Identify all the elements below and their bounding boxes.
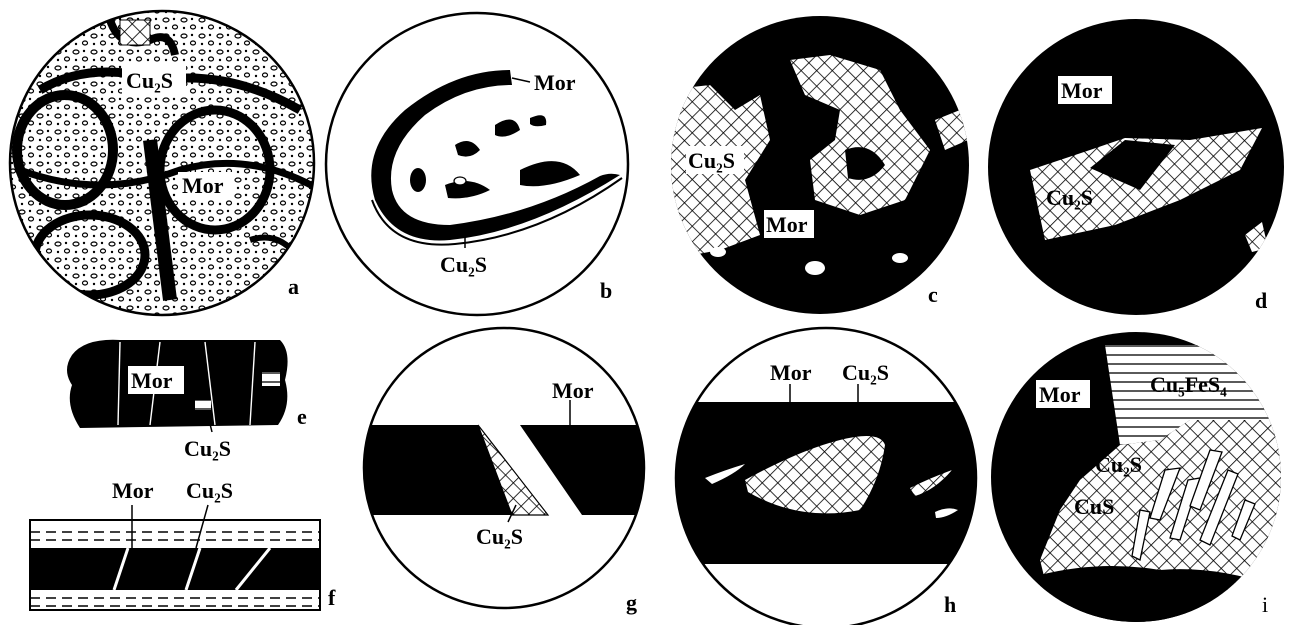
- panel-b-letter: b: [600, 278, 612, 303]
- panel-h-letter: h: [944, 592, 956, 617]
- panel-f: Mor Cu₂S f: [30, 478, 336, 610]
- panel-f-label-mor: Mor: [112, 478, 154, 503]
- panel-a-texture: [0, 0, 330, 330]
- panel-i-label-cu2s: Cu₂S: [1095, 452, 1142, 477]
- panel-d: Mor Cu₂S d: [988, 19, 1284, 315]
- panel-i-label-cus: CuS: [1074, 494, 1114, 519]
- panel-b-label-cu2s: Cu₂S: [440, 252, 487, 277]
- panel-d-label-cu2s: Cu₂S: [1046, 185, 1093, 210]
- panel-c: Cu₂S Mor c: [665, 16, 969, 314]
- panel-e-label-mor: Mor: [131, 368, 173, 393]
- panel-h-label-cu2s: Cu₂S: [842, 360, 889, 385]
- panel-d-letter: d: [1255, 288, 1267, 313]
- panel-g-label-cu2s: Cu₂S: [476, 524, 523, 549]
- panel-a-letter: a: [288, 274, 299, 299]
- panel-f-letter: f: [328, 585, 336, 610]
- panel-a: Cu₂S Mor a: [0, 0, 330, 330]
- panel-f-label-cu2s: Cu₂S: [186, 478, 233, 503]
- panel-e: Mor Cu₂S e: [67, 340, 307, 461]
- panel-e-label-cu2s: Cu₂S: [184, 436, 231, 461]
- panel-f-mor-band: [30, 548, 320, 590]
- panel-c-letter: c: [928, 282, 938, 307]
- panel-g-letter: g: [626, 590, 637, 615]
- panel-h-texture: [670, 402, 990, 564]
- panel-i-letter: i: [1262, 592, 1268, 617]
- panel-i-label-cu5fes4: Cu₅FeS₄: [1150, 372, 1227, 397]
- panel-d-label-mor: Mor: [1061, 78, 1103, 103]
- panel-a-label-mor: Mor: [182, 173, 224, 198]
- panel-e-letter: e: [297, 404, 307, 429]
- panel-b: Mor Cu₂S b: [326, 13, 628, 315]
- panel-h: Mor Cu₂S h: [670, 328, 990, 625]
- panel-h-label-mor: Mor: [770, 360, 812, 385]
- panel-i: Mor Cu₅FeS₄ Cu₂S CuS i: [991, 332, 1285, 625]
- panel-b-label-mor: Mor: [534, 70, 576, 95]
- panel-i-label-mor: Mor: [1039, 382, 1081, 407]
- panel-c-label-cu2s: Cu₂S: [688, 148, 735, 173]
- panel-a-label-cu2s: Cu₂S: [126, 68, 173, 93]
- panel-g: Mor Cu₂S g: [350, 328, 660, 615]
- panel-c-label-mor: Mor: [766, 212, 808, 237]
- panel-g-label-mor: Mor: [552, 378, 594, 403]
